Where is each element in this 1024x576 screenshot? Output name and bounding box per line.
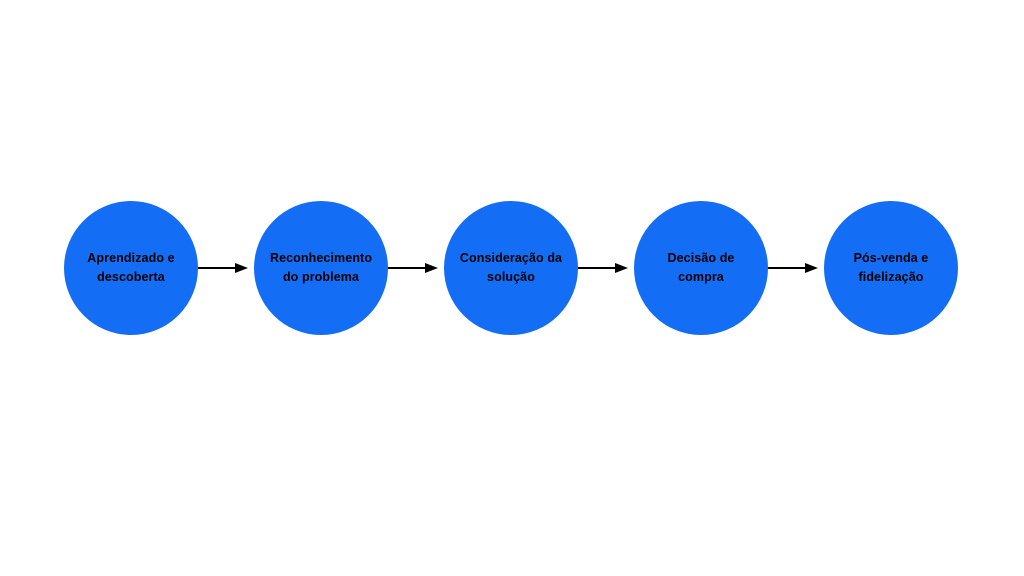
customer-journey-flow: Aprendizado e descoberta Reconhecimento … [64, 201, 958, 335]
stage-label: Consideração da solução [459, 250, 563, 284]
stage-node-reconhecimento: Reconhecimento do problema [254, 201, 388, 335]
stage-node-consideracao: Consideração da solução [444, 201, 578, 335]
stage-node-posvenda: Pós-venda e fidelização [824, 201, 958, 335]
stage-node-decisao: Decisão de compra [634, 201, 768, 335]
stage-label: Aprendizado e descoberta [87, 250, 175, 284]
flow-arrow-icon [578, 261, 634, 275]
stage-label: Reconhecimento do problema [269, 250, 373, 284]
stage-label: Pós-venda e fidelização [853, 250, 929, 284]
flow-arrow-icon [388, 261, 444, 275]
stage-label: Decisão de compra [667, 250, 735, 284]
flow-arrow-icon [198, 261, 254, 275]
flow-arrow-icon [768, 261, 824, 275]
stage-node-aprendizado: Aprendizado e descoberta [64, 201, 198, 335]
